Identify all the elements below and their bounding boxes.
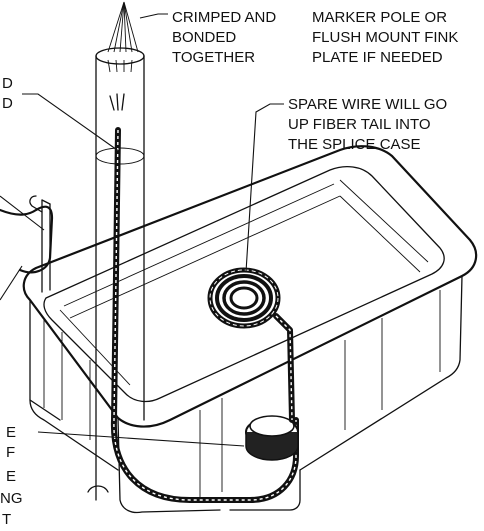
label-crimped-line-1: CRIMPED AND <box>172 9 276 26</box>
label-left-bottom-line-5: T <box>2 511 11 528</box>
label-spare-line-1: SPARE WIRE WILL GO <box>288 96 447 113</box>
label-spare: SPARE WIRE WILL GO UP FIBER TAIL INTO TH… <box>288 96 447 153</box>
label-marker-line-3: PLATE IF NEEDED <box>312 49 443 66</box>
crimped-wire-fan <box>107 1 139 111</box>
label-marker: MARKER POLE OR FLUSH MOUNT FINK PLATE IF… <box>312 9 458 66</box>
fiber-tail-tube <box>95 47 145 501</box>
label-left-bottom-line-3: E <box>6 468 16 485</box>
label-spare-line-3: THE SPLICE CASE <box>288 136 421 153</box>
label-marker-line-2: FLUSH MOUNT FINK <box>312 29 458 46</box>
label-left-top-line-2: D <box>2 95 13 112</box>
spare-wire-coil <box>207 267 295 423</box>
label-left-top-line-1: D <box>2 75 13 92</box>
label-left-bottom-line-2: F <box>6 444 15 461</box>
label-left-bottom-line-1: E <box>6 424 16 441</box>
label-left-bottom: E F E NG T <box>0 424 23 528</box>
label-spare-line-2: UP FIBER TAIL INTO <box>288 116 431 133</box>
label-crimped-line-2: BONDED <box>172 29 236 46</box>
leader-lines <box>0 13 284 447</box>
label-left-top: D D <box>2 75 13 112</box>
wire-bundle <box>110 127 299 503</box>
label-marker-line-1: MARKER POLE OR <box>312 9 447 26</box>
conduit-cap <box>245 415 299 461</box>
label-crimped: CRIMPED AND BONDED TOGETHER <box>172 9 276 66</box>
label-crimped-line-3: TOGETHER <box>172 49 255 66</box>
label-left-bottom-line-4: NG <box>0 490 23 507</box>
